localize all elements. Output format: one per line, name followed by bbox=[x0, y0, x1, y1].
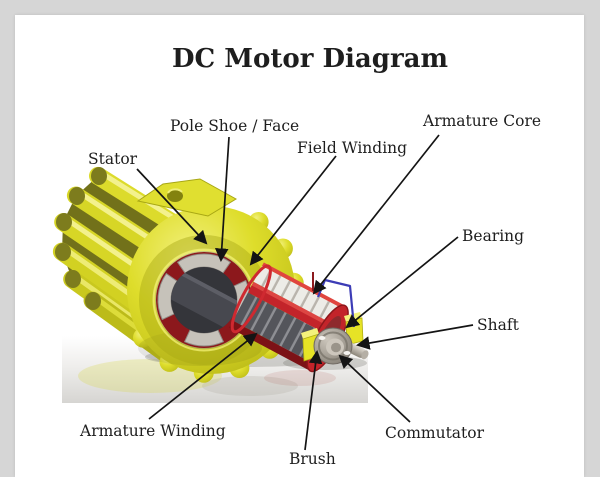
armature bbox=[229, 262, 349, 373]
callout-labels: Stator Pole Shoe / Face Field Winding Ar… bbox=[79, 112, 541, 468]
arrow-stator bbox=[136, 168, 208, 245]
arrow-bearing bbox=[345, 236, 459, 329]
arrow-brush bbox=[304, 349, 323, 451]
label-bearing: Bearing bbox=[462, 227, 524, 245]
arrow-commutator bbox=[338, 354, 411, 423]
label-field-winding: Field Winding bbox=[297, 139, 407, 157]
callout-arrows bbox=[136, 134, 474, 451]
label-armature-core: Armature Core bbox=[422, 112, 541, 130]
arrow-armature-winding bbox=[148, 332, 258, 420]
label-brush: Brush bbox=[289, 450, 336, 468]
arrow-pole-shoe bbox=[214, 136, 230, 263]
armature-core-inside-bore bbox=[171, 267, 237, 333]
label-stator: Stator bbox=[88, 150, 138, 168]
arrow-field-winding bbox=[249, 155, 337, 266]
label-commutator: Commutator bbox=[385, 424, 485, 442]
label-shaft: Shaft bbox=[477, 316, 520, 334]
arrow-shaft bbox=[355, 324, 474, 350]
arrow-armature-core bbox=[312, 134, 440, 295]
page-title: DC Motor Diagram bbox=[172, 44, 448, 74]
label-armature-winding: Armature Winding bbox=[79, 422, 226, 440]
label-pole-shoe: Pole Shoe / Face bbox=[170, 117, 299, 135]
stator-bore bbox=[155, 251, 253, 349]
